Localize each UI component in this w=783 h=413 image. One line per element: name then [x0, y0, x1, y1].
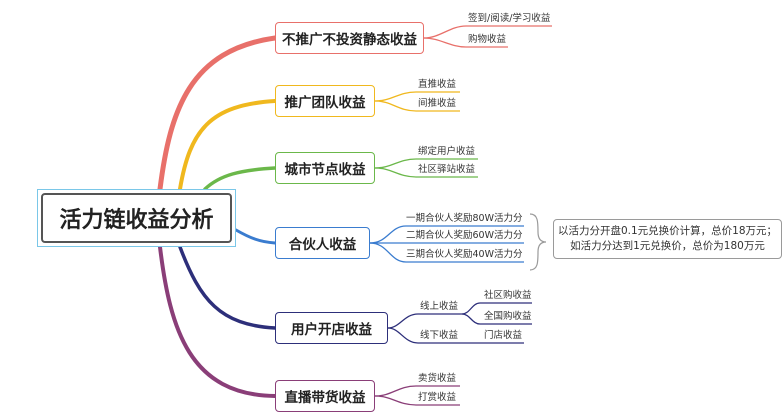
connector-b6 [158, 245, 277, 398]
connector-b5 [178, 245, 277, 330]
note-bracket [529, 213, 547, 271]
note-line-2: 如活力分达到1元兑换价，总价为180万元 [570, 240, 765, 252]
leaf-partner-phase2[interactable]: 二期合伙人奖励60W活力分 [406, 230, 523, 241]
connector-b4 [234, 228, 277, 245]
root-node[interactable]: 活力链收益分析 [37, 189, 236, 247]
connector-b3 [203, 166, 277, 191]
leaf-checkin-income[interactable]: 签到/阅读/学习收益 [468, 13, 551, 24]
branch-city-node-income[interactable]: 城市节点收益 [275, 152, 375, 184]
leaf-national-buy-income[interactable]: 全国购收益 [484, 311, 532, 322]
branch-label: 直播带货收益 [284, 390, 366, 406]
branch-team-income[interactable]: 推广团队收益 [275, 85, 375, 117]
branch-label: 用户开店收益 [291, 322, 372, 338]
leaf-online-income[interactable]: 线上收益 [420, 301, 459, 312]
branch-livestream-income[interactable]: 直播带货收益 [275, 380, 375, 412]
connector-b1 [157, 35, 278, 192]
leaf-indirect-income[interactable]: 间推收益 [418, 98, 457, 109]
leaf-community-station-income[interactable]: 社区驿站收益 [418, 164, 476, 175]
branch-label: 合伙人收益 [288, 237, 357, 253]
note-line-1: 以活力分开盘0.1元兑换价计算，总价18万元； [557, 225, 778, 237]
branch-store-income[interactable]: 用户开店收益 [275, 312, 388, 344]
leaf-partner-phase3[interactable]: 三期合伙人奖励40W活力分 [406, 249, 523, 260]
leaf-store-front-income[interactable]: 门店收益 [484, 330, 523, 341]
branch-label: 城市节点收益 [284, 162, 366, 178]
branch-partner-income[interactable]: 合伙人收益 [275, 227, 370, 259]
branch-label: 推广团队收益 [284, 95, 366, 111]
leaf-bound-user-income[interactable]: 绑定用户收益 [418, 146, 476, 157]
partner-value-note[interactable]: 以活力分开盘0.1元兑换价计算，总价18万元； 如活力分达到1元兑换价，总价为1… [553, 219, 782, 259]
branch-label: 不推广不投资静态收益 [282, 32, 417, 48]
leaf-partner-phase1[interactable]: 一期合伙人奖励80W活力分 [406, 213, 523, 224]
leaf-community-buy-income[interactable]: 社区购收益 [484, 290, 532, 301]
leaf-offline-income[interactable]: 线下收益 [420, 330, 459, 341]
leaf-sales-income[interactable]: 卖货收益 [418, 373, 457, 384]
leaf-tips-income[interactable]: 打赏收益 [418, 392, 457, 403]
branch-static-income[interactable]: 不推广不投资静态收益 [275, 22, 424, 54]
leaf-shopping-income[interactable]: 购物收益 [468, 34, 507, 45]
connector-b2 [178, 99, 277, 191]
root-label: 活力链收益分析 [41, 193, 232, 243]
leaf-direct-income[interactable]: 直推收益 [418, 79, 457, 90]
